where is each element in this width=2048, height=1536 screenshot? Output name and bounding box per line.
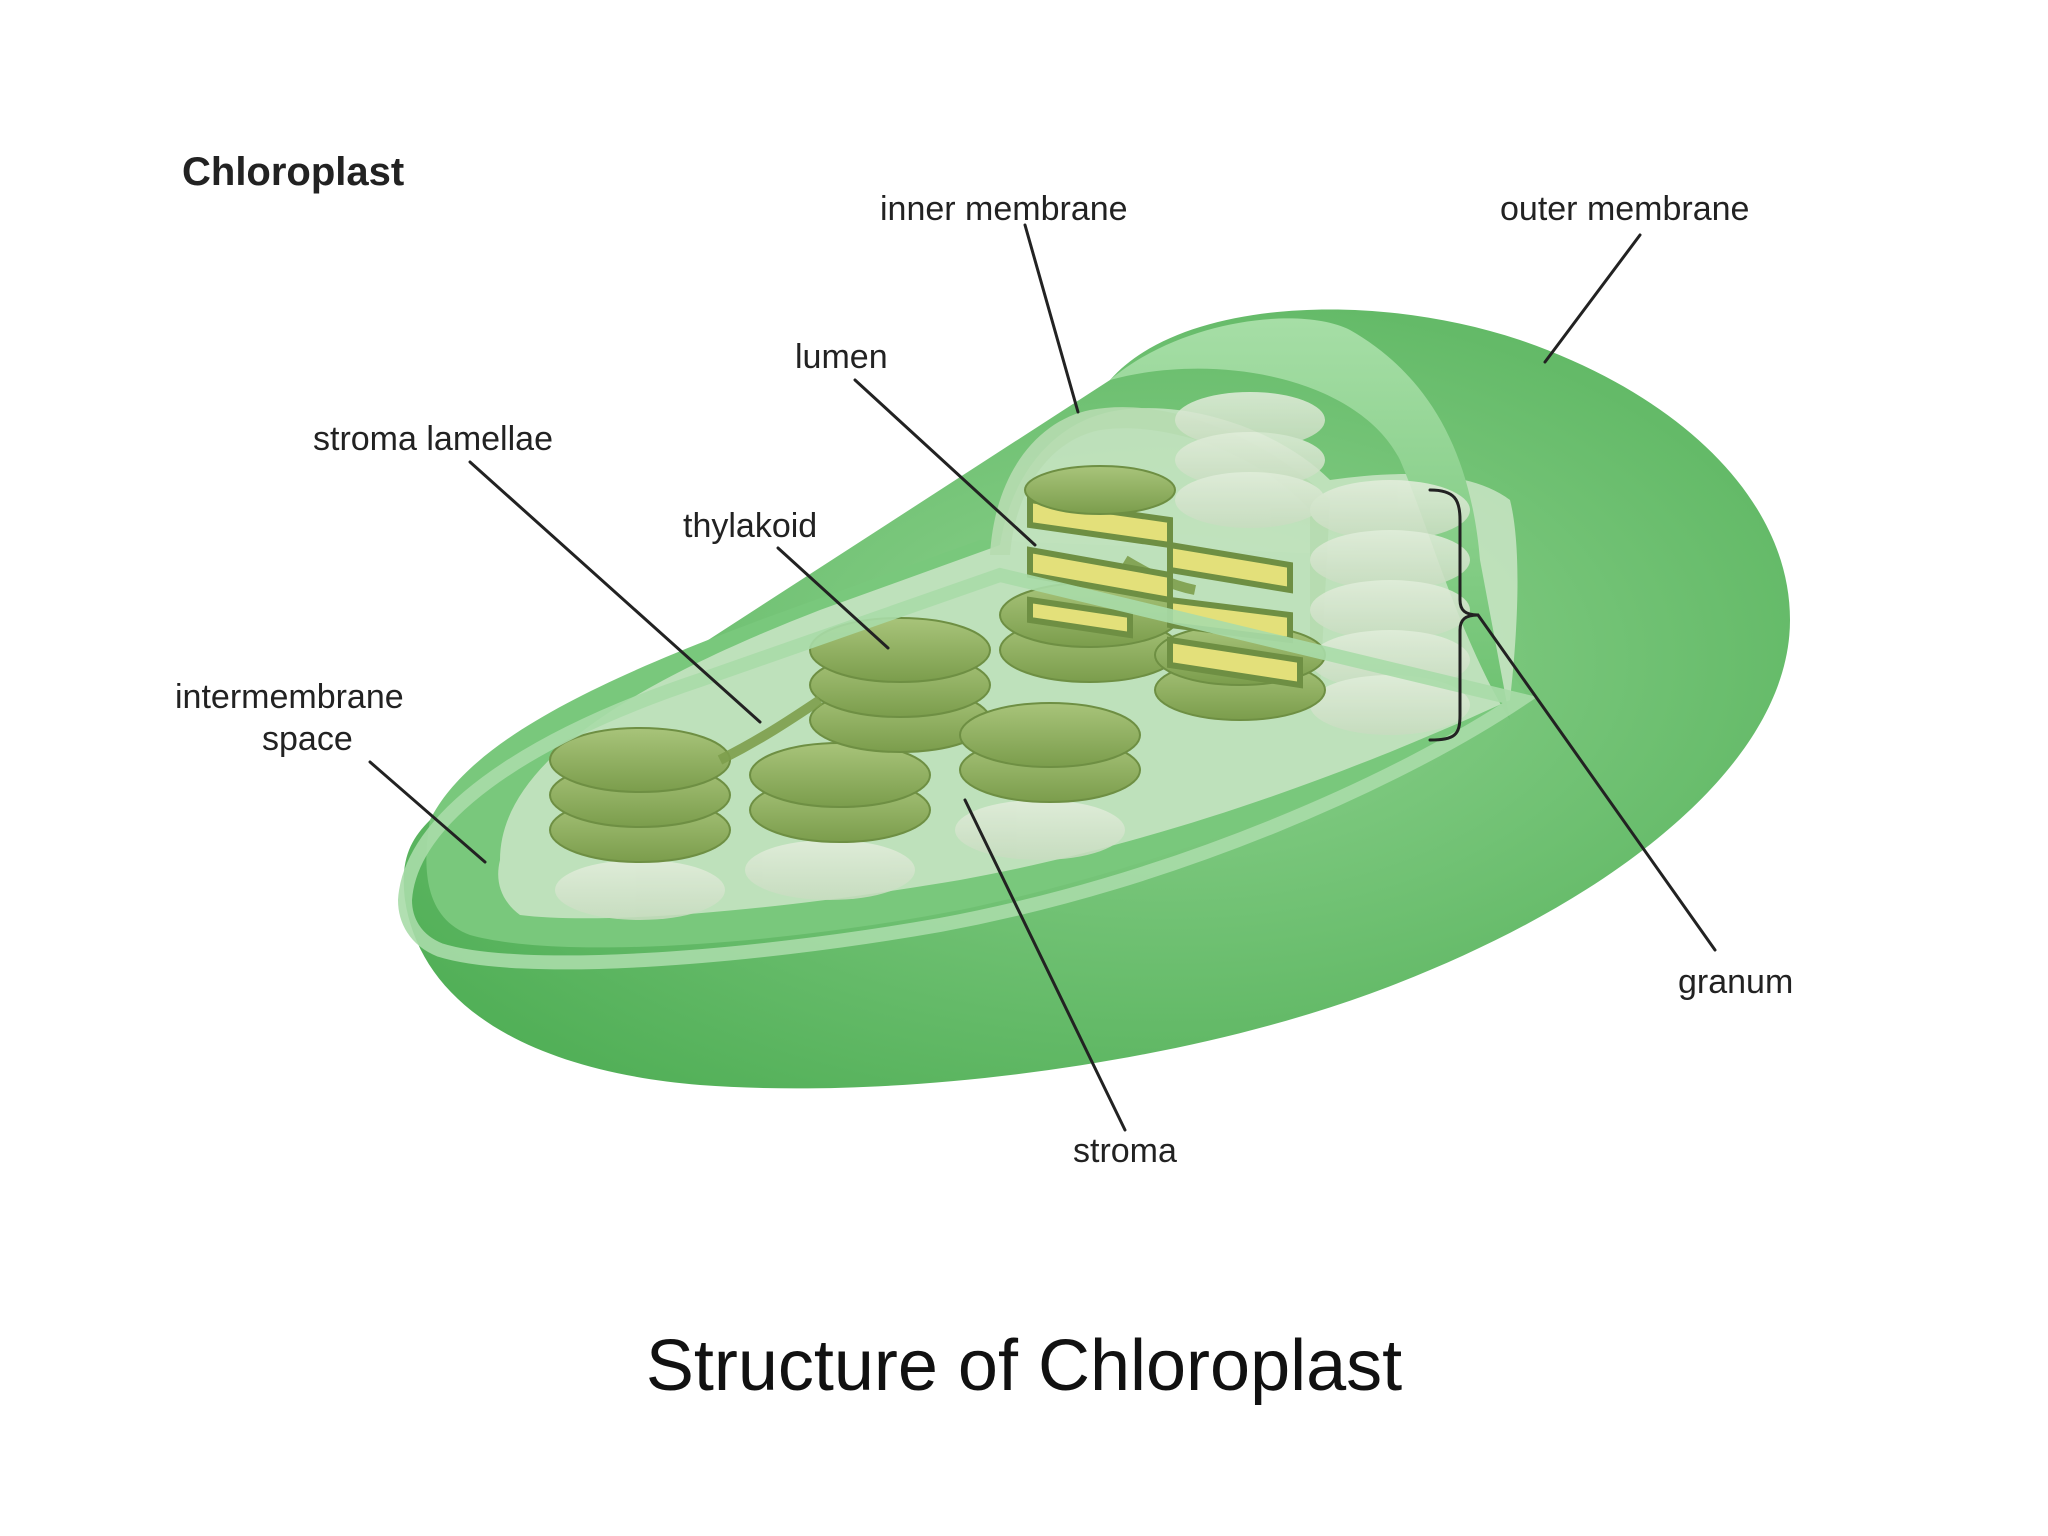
leader-inner-membrane xyxy=(1023,223,1080,414)
grana-stacks xyxy=(549,582,1326,863)
background-grana xyxy=(555,392,1470,920)
leader-stroma-lamellae xyxy=(468,460,762,724)
outer-dome-rim xyxy=(1110,318,1510,720)
leader-intermembrane-space xyxy=(368,760,487,864)
label-outer-membrane: outer membrane xyxy=(1500,190,1749,228)
cut-thylakoids xyxy=(1024,465,1303,689)
leader-stroma xyxy=(963,798,1127,1132)
leader-lumen xyxy=(853,378,1037,547)
leader-thylakoid xyxy=(776,546,890,650)
leader-granum xyxy=(1476,613,1717,952)
label-intermembrane-space-line1: intermembrane xyxy=(175,678,404,716)
leader-lines xyxy=(368,223,1717,1132)
label-granum: granum xyxy=(1678,963,1793,1001)
label-stroma: stroma xyxy=(1073,1132,1177,1170)
diagram-title: Chloroplast xyxy=(182,150,404,194)
leader-outer-membrane xyxy=(1543,233,1642,364)
label-stroma-lamellae: stroma lamellae xyxy=(313,420,553,458)
label-thylakoid: thylakoid xyxy=(683,507,817,545)
label-intermembrane-space-line2: space xyxy=(262,720,353,758)
slide-caption: Structure of Chloroplast xyxy=(645,1326,1403,1406)
label-lumen: lumen xyxy=(795,338,888,376)
label-inner-membrane: inner membrane xyxy=(880,190,1128,228)
outer-membrane-lip xyxy=(397,567,1538,970)
